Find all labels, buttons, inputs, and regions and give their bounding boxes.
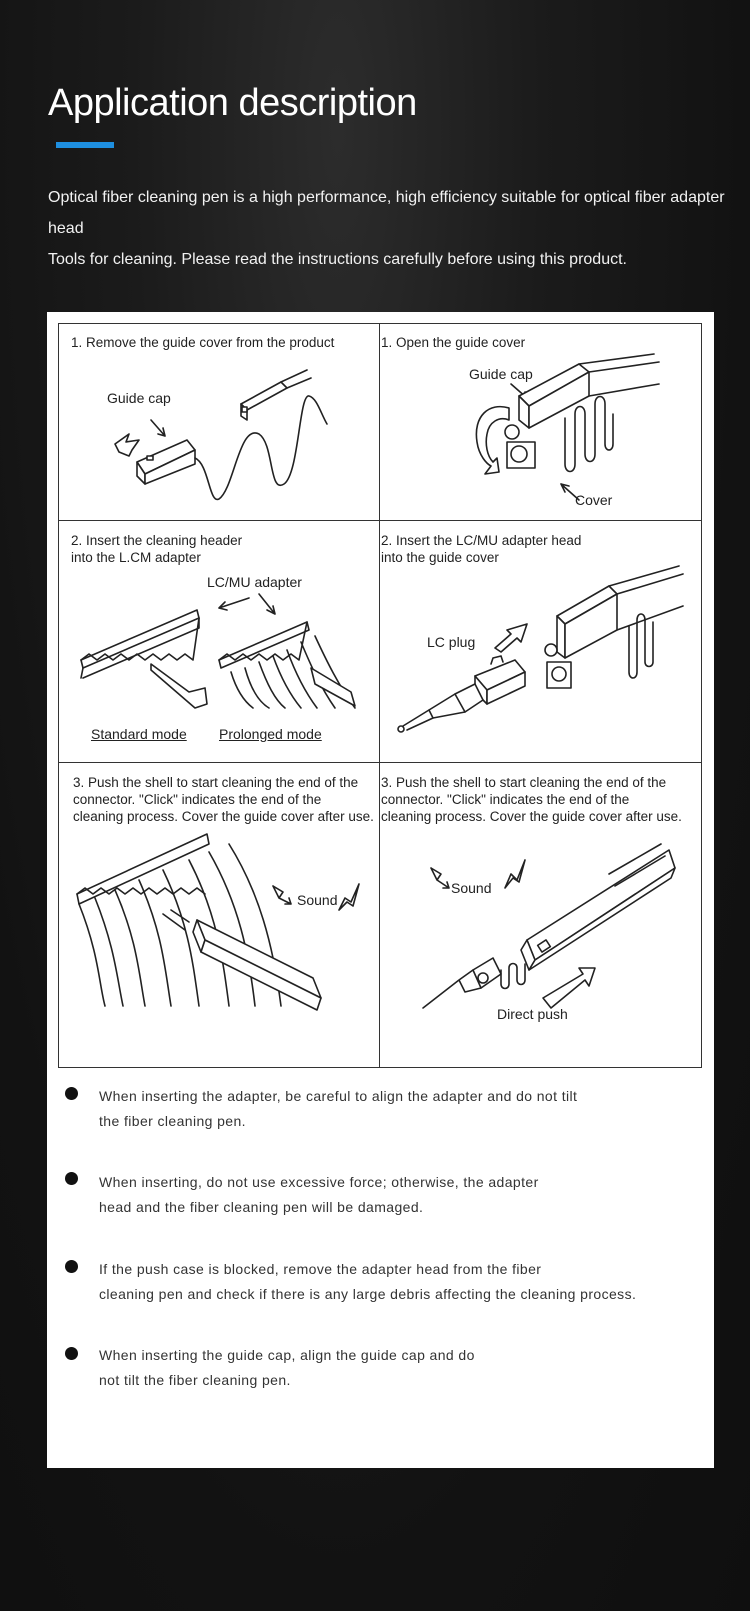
note-text: When inserting the adapter, be careful t… <box>99 1084 679 1134</box>
intro-line-1: Optical fiber cleaning pen is a high per… <box>48 189 725 237</box>
bullet-dot <box>65 1347 78 1360</box>
note-line-1: When inserting the guide cap, align the … <box>99 1347 475 1363</box>
note-line-1: When inserting the adapter, be careful t… <box>99 1088 577 1104</box>
bullet-dot <box>65 1260 78 1273</box>
remove-guide-illustration <box>59 324 379 520</box>
insert-header-illustration <box>59 522 379 762</box>
insert-adapter-illustration <box>379 522 699 762</box>
intro-text: Optical fiber cleaning pen is a high per… <box>48 182 748 275</box>
bullet-dot <box>65 1172 78 1185</box>
note-line-1: When inserting, do not use excessive for… <box>99 1174 539 1190</box>
instruction-grid: 1. Remove the guide cover from the produ… <box>58 323 702 1068</box>
page-title: Application description <box>48 82 417 125</box>
note-text: When inserting the guide cap, align the … <box>99 1343 679 1393</box>
intro-line-2: Tools for cleaning. Please read the inst… <box>48 251 627 268</box>
note-line-2: not tilt the fiber cleaning pen. <box>99 1372 291 1388</box>
note-text: When inserting, do not use excessive for… <box>99 1170 679 1220</box>
note-line-2: the fiber cleaning pen. <box>99 1113 246 1129</box>
note-line-2: head and the fiber cleaning pen will be … <box>99 1199 423 1215</box>
prolonged-adapters <box>219 622 355 708</box>
note-line-2: cleaning pen and check if there is any l… <box>99 1286 636 1302</box>
instructions-panel: 1. Remove the guide cover from the produ… <box>47 312 714 1468</box>
note-text: If the push case is blocked, remove the … <box>99 1257 699 1307</box>
bullet-dot <box>65 1087 78 1100</box>
direct-push-illustration <box>379 764 699 1070</box>
push-shell-illustration <box>59 764 379 1070</box>
open-guide-illustration <box>379 324 699 520</box>
note-line-1: If the push case is blocked, remove the … <box>99 1261 541 1277</box>
title-accent-bar <box>56 142 114 148</box>
standard-adapters <box>81 610 207 708</box>
